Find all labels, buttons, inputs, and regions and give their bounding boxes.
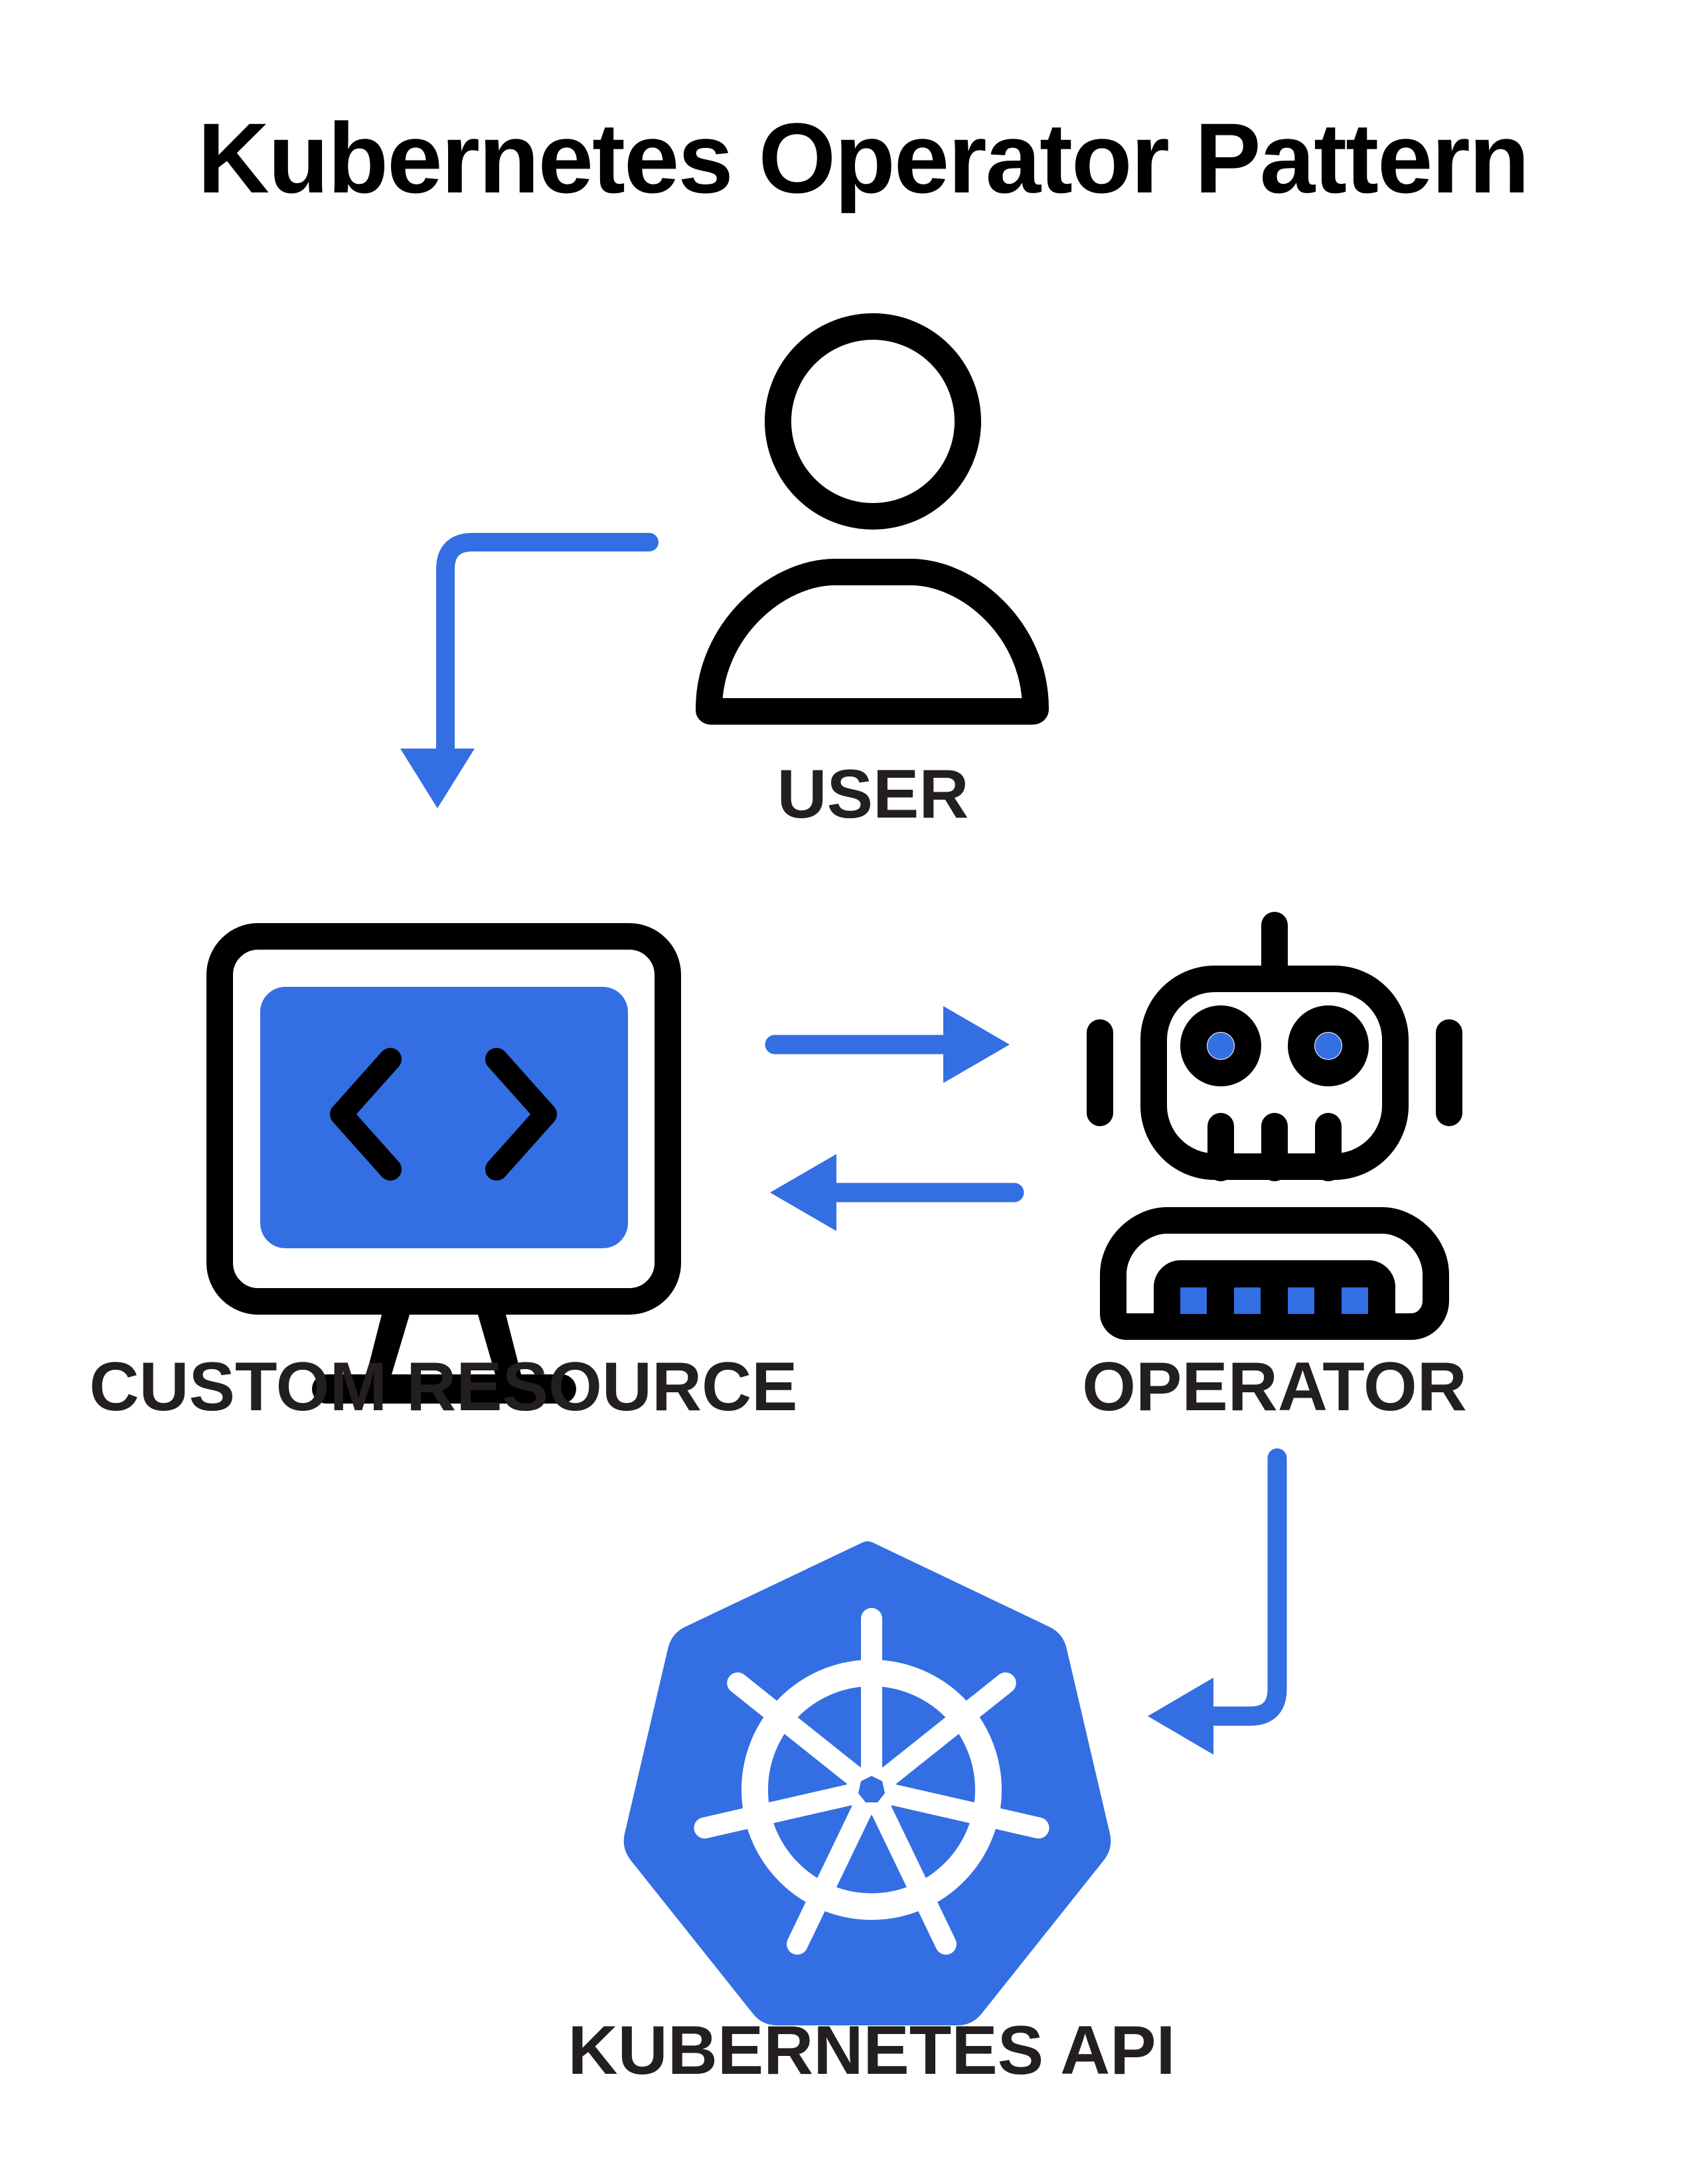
robot-eye-right [1315,1033,1342,1059]
operator-label: OPERATOR [1082,1348,1467,1425]
robot-eye-left [1207,1033,1234,1059]
kubernetes-api-label: KUBERNETES API [568,2012,1176,2089]
user-label: USER [777,756,969,833]
robot-icon [1087,912,1462,1340]
arrow-operator-to-kubernetes-api [1148,1448,1287,1755]
monitor-code-icon [206,923,681,1404]
user-icon [696,313,1049,725]
code-bracket-left-icon [330,1048,402,1181]
diagram-title: Kubernetes Operator Pattern [198,102,1529,214]
arrow-custom-resource-to-operator [765,1006,1010,1083]
monitor-screen [260,987,628,1248]
arrow-user-to-custom-resource [400,533,659,808]
arrow-operator-to-custom-resource [770,1154,1024,1231]
kubernetes-helm-icon [623,1541,1111,2025]
code-bracket-right-icon [485,1048,557,1181]
custom-resource-label: CUSTOM RESOURCE [89,1348,797,1425]
